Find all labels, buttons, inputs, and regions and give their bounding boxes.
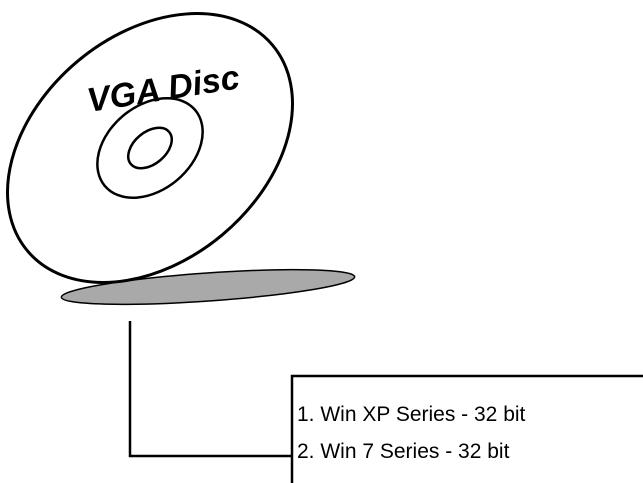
disc-shadow [60,268,356,306]
os-list-item: 2. Win 7 Series - 32 bit [297,440,510,463]
vga-disc-icon [6,12,294,284]
os-list-box [290,374,643,483]
disc-ring [96,97,204,199]
connector-line [128,321,292,458]
os-list-item: 1. Win XP Series - 32 bit [297,403,526,426]
disc-hole [127,126,173,170]
disc-outer [6,12,294,284]
